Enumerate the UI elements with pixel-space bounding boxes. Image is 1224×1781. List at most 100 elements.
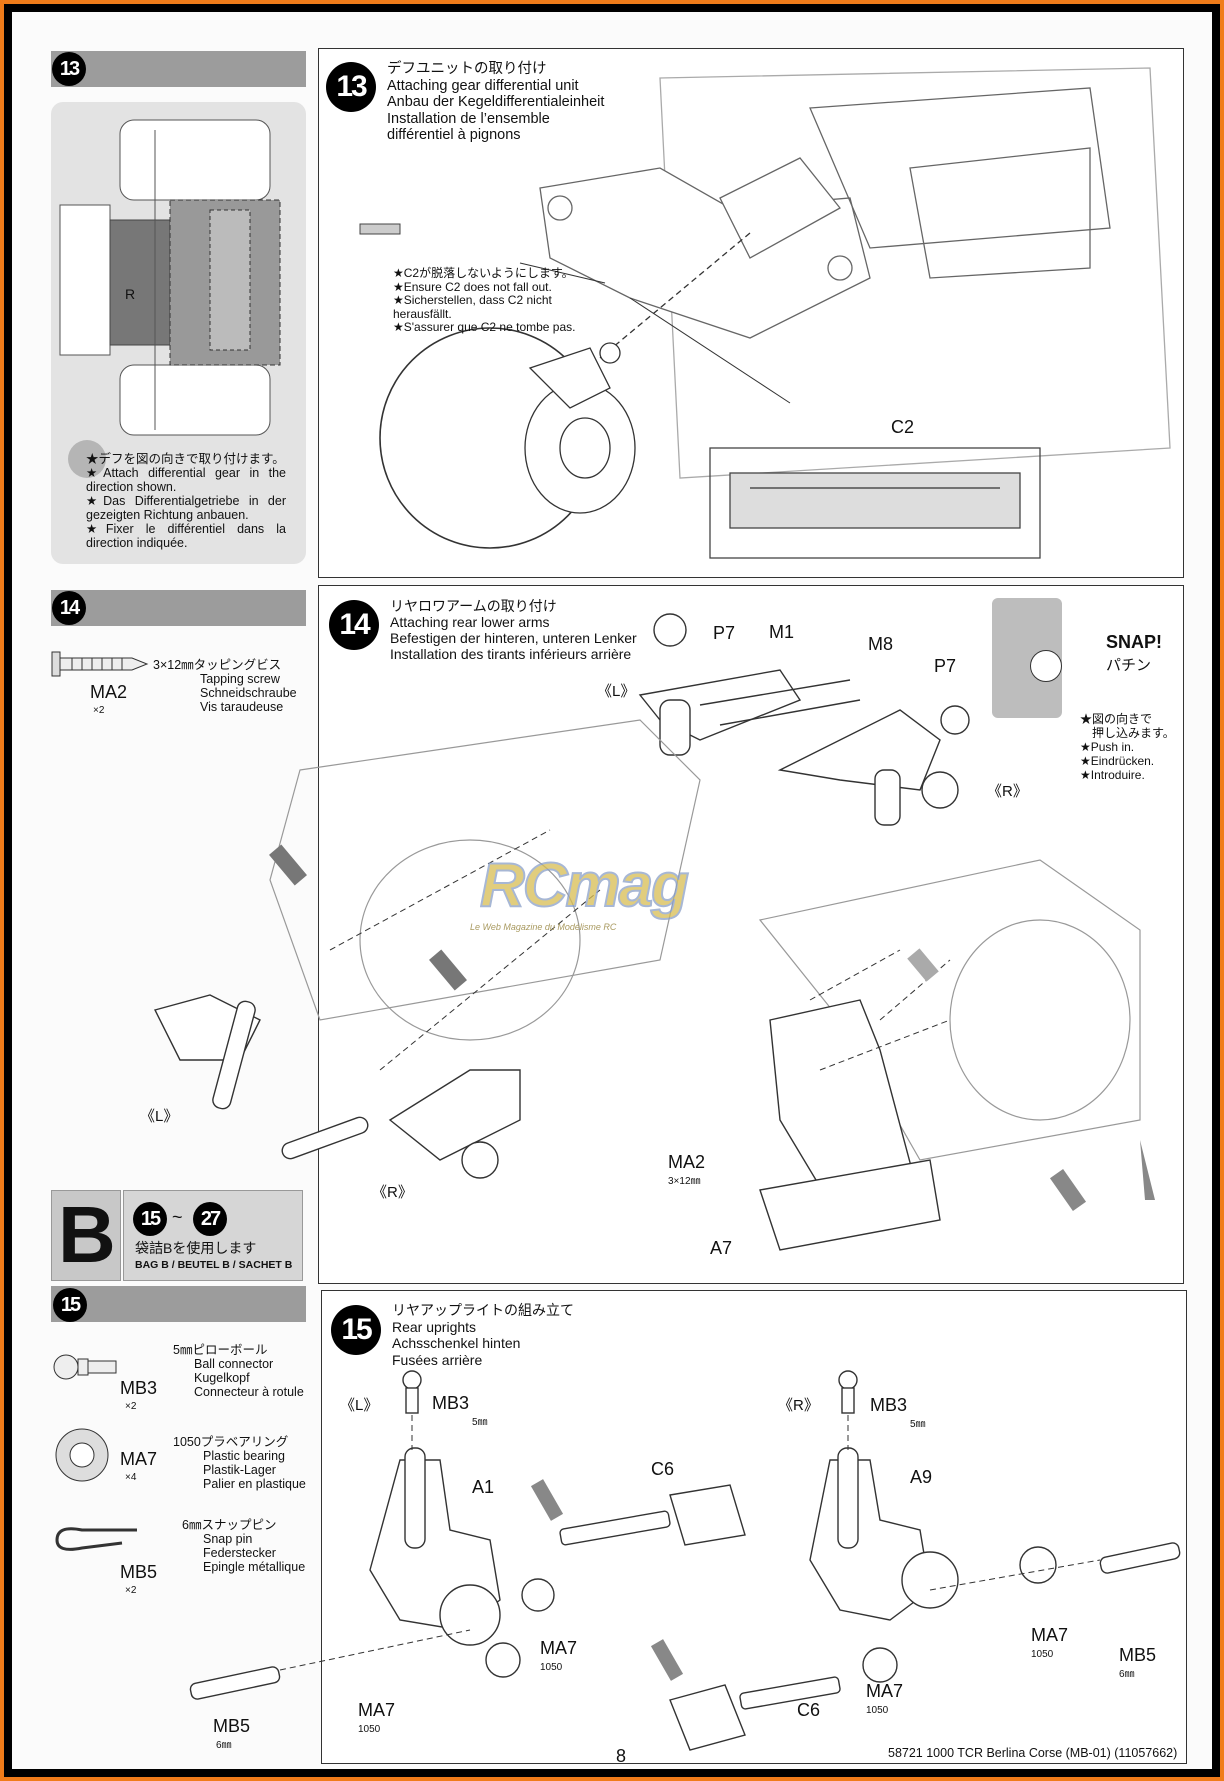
title-fr2: différentiel à pignons [387,127,521,143]
snap-notes: ★図の向きで 押し込みます。 ★Push in. ★Eindrücken. ★I… [1080,712,1175,782]
ma2-label: MA2 [668,1152,706,1172]
c6-bottom-label: C6 [797,1700,821,1720]
step13-notes: ★C2が脱落しないようにします。 ★Ensure C2 does not fal… [393,266,588,335]
bag-letter: B [58,1190,116,1279]
mb3-description: 5㎜ピローボール Ball connector Kugelkopf Connec… [173,1343,304,1399]
note-jp-2: 押し込みます。 [1092,726,1175,740]
note-jp-1: ★図の向きで [1080,712,1153,726]
ma7-size-2: 1050 [358,1724,381,1735]
desc-fr: Epingle métallique [203,1560,306,1574]
step14-side-number: 14 [52,591,86,625]
right-label: 《R》 [778,1397,819,1414]
watermark-subtitle: Le Web Magazine du Modélisme RC [470,922,617,932]
mb3-left-label: MB3 [432,1393,470,1413]
rcmag-watermark-logo: RCmag [479,850,690,921]
m8-label: M8 [868,634,894,654]
mb3-left-size: 5㎜ [472,1417,488,1428]
step14-number: 14 [329,600,379,650]
note-jp: ★デフを図の向きで取り付けます。 [86,452,285,466]
bag-step-from: 15 [133,1202,167,1236]
snap-pin-icon [55,1527,137,1551]
step15-side-number: 15 [53,1288,87,1322]
bag-letter-box [51,1190,121,1281]
mb5-left-label: MB5 [213,1716,251,1736]
title-de: Befestigen der hinteren, unteren Lenker [390,630,637,646]
step15-title: リヤアップライトの組み立て Rear uprights Achsschenkel… [392,1302,574,1368]
mb5-qty: ×2 [125,1585,137,1596]
desc-jp: 5㎜ピローボール [173,1343,268,1357]
ma2-qty: ×2 [93,705,105,716]
title-jp: デフユニットの取り付け [387,61,547,77]
desc-jp: 1050プラベアリング [173,1435,289,1449]
title-jp: リヤロワアームの取り付け [390,598,557,614]
mb3-qty: ×2 [125,1401,137,1412]
desc-jp: 6㎜スナップピン [182,1518,277,1532]
step15-parts-icons [53,1354,137,1551]
step14-title: リヤロワアームの取り付け Attaching rear lower arms B… [390,598,637,662]
right-side-label-bottom: 《R》 [372,1184,413,1201]
step14-assembly-drawing [153,613,1155,1251]
ma2-size: 3×12㎜ [668,1176,701,1187]
left-side-label-bottom: 《L》 [140,1108,179,1125]
step15-number: 15 [331,1305,381,1355]
ma2-code: MA2 [90,682,128,702]
product-code: 58721 1000 TCR Berlina Corse (MB-01) (11… [888,1746,1178,1760]
desc-fr: Connecteur à rotule [194,1385,304,1399]
snap-title: SNAP! [1106,632,1163,652]
desc-jp: 3×12㎜タッピングビス [153,658,282,672]
bag-jp: 袋詰Bを使用します [135,1240,257,1256]
step14-side-header [51,590,306,626]
ball-connector-icon [53,1354,117,1380]
a9-label: A9 [910,1467,933,1487]
mb5-description: 6㎜スナップピン Snap pin Federstecker Epingle m… [182,1518,305,1574]
note-en: ★Ensure C2 does not fall out. [393,279,552,294]
note-de: ★Sicherstellen, dass C2 nicht herausfäll… [393,293,552,321]
left-side-label-top: 《L》 [597,683,636,700]
desc-en: Plastic bearing [203,1449,285,1463]
title-en: Attaching gear differential unit [387,77,579,94]
desc-en: Tapping screw [200,672,280,686]
note-fr: ★Introduire. [1080,768,1145,782]
mb5-right-size: 6㎜ [1119,1669,1135,1680]
mb3-code: MB3 [120,1378,158,1398]
mb5-left-size: 6㎜ [216,1740,232,1751]
a7-label: A7 [710,1238,733,1258]
step13-assembly-drawing [359,67,1171,559]
note-fr: ★Fixer le différentiel dans la direction… [86,522,286,550]
bag-step-to: 27 [193,1202,227,1236]
title-jp: リヤアップライトの組み立て [392,1302,574,1318]
ball-part-icon [1030,650,1062,682]
ma7-qty: ×4 [125,1472,137,1483]
note-en: ★Push in. [1080,740,1135,754]
title-en: Rear uprights [392,1318,477,1335]
right-side-label-top: 《R》 [987,783,1028,800]
ma2-description: 3×12㎜タッピングビス Tapping screw Schneidschrau… [153,658,297,714]
step13-side-notes: ★デフを図の向きで取り付けます。 ★Attach differential ge… [86,452,286,550]
desc-de: Plastik-Lager [203,1463,276,1477]
ma7-size-4: 1050 [1031,1649,1054,1660]
differential-detail-drawing [59,119,281,436]
note-en: ★Attach differential gear in the directi… [86,466,286,494]
detail-part-label: R [125,286,136,302]
note-de: ★Eindrücken. [1080,754,1155,768]
desc-en: Ball connector [194,1357,274,1371]
title-en: Attaching rear lower arms [390,614,550,630]
part-c2-label: C2 [891,417,915,437]
title-fr: Installation de l’ensemble [387,110,550,127]
title-fr: Fusées arrière [392,1351,483,1368]
ma7-size-1: 1050 [540,1662,563,1673]
desc-en: Snap pin [203,1532,253,1546]
ma7-label-3: MA7 [866,1681,904,1701]
bag-label: BAG B / BEUTEL B / SACHET B [135,1259,293,1271]
desc-fr: Vis taraudeuse [200,700,284,714]
p7-label-2: P7 [934,656,957,676]
desc-de: Schneidschraube [200,686,297,700]
ma7-description: 1050プラベアリング Plastic bearing Plastik-Lage… [173,1435,306,1491]
step15-assembly-drawing [189,1370,1181,1751]
mb3-right-size: 5㎜ [910,1419,926,1430]
step13-side-header [51,51,306,87]
title-fr: Installation des tirants inférieurs arri… [390,646,632,662]
desc-de: Federstecker [203,1546,276,1560]
bag-tilde: ~ [172,1207,183,1227]
note-fr: ★S'assurer que C2 ne tombe pas. [393,320,576,334]
